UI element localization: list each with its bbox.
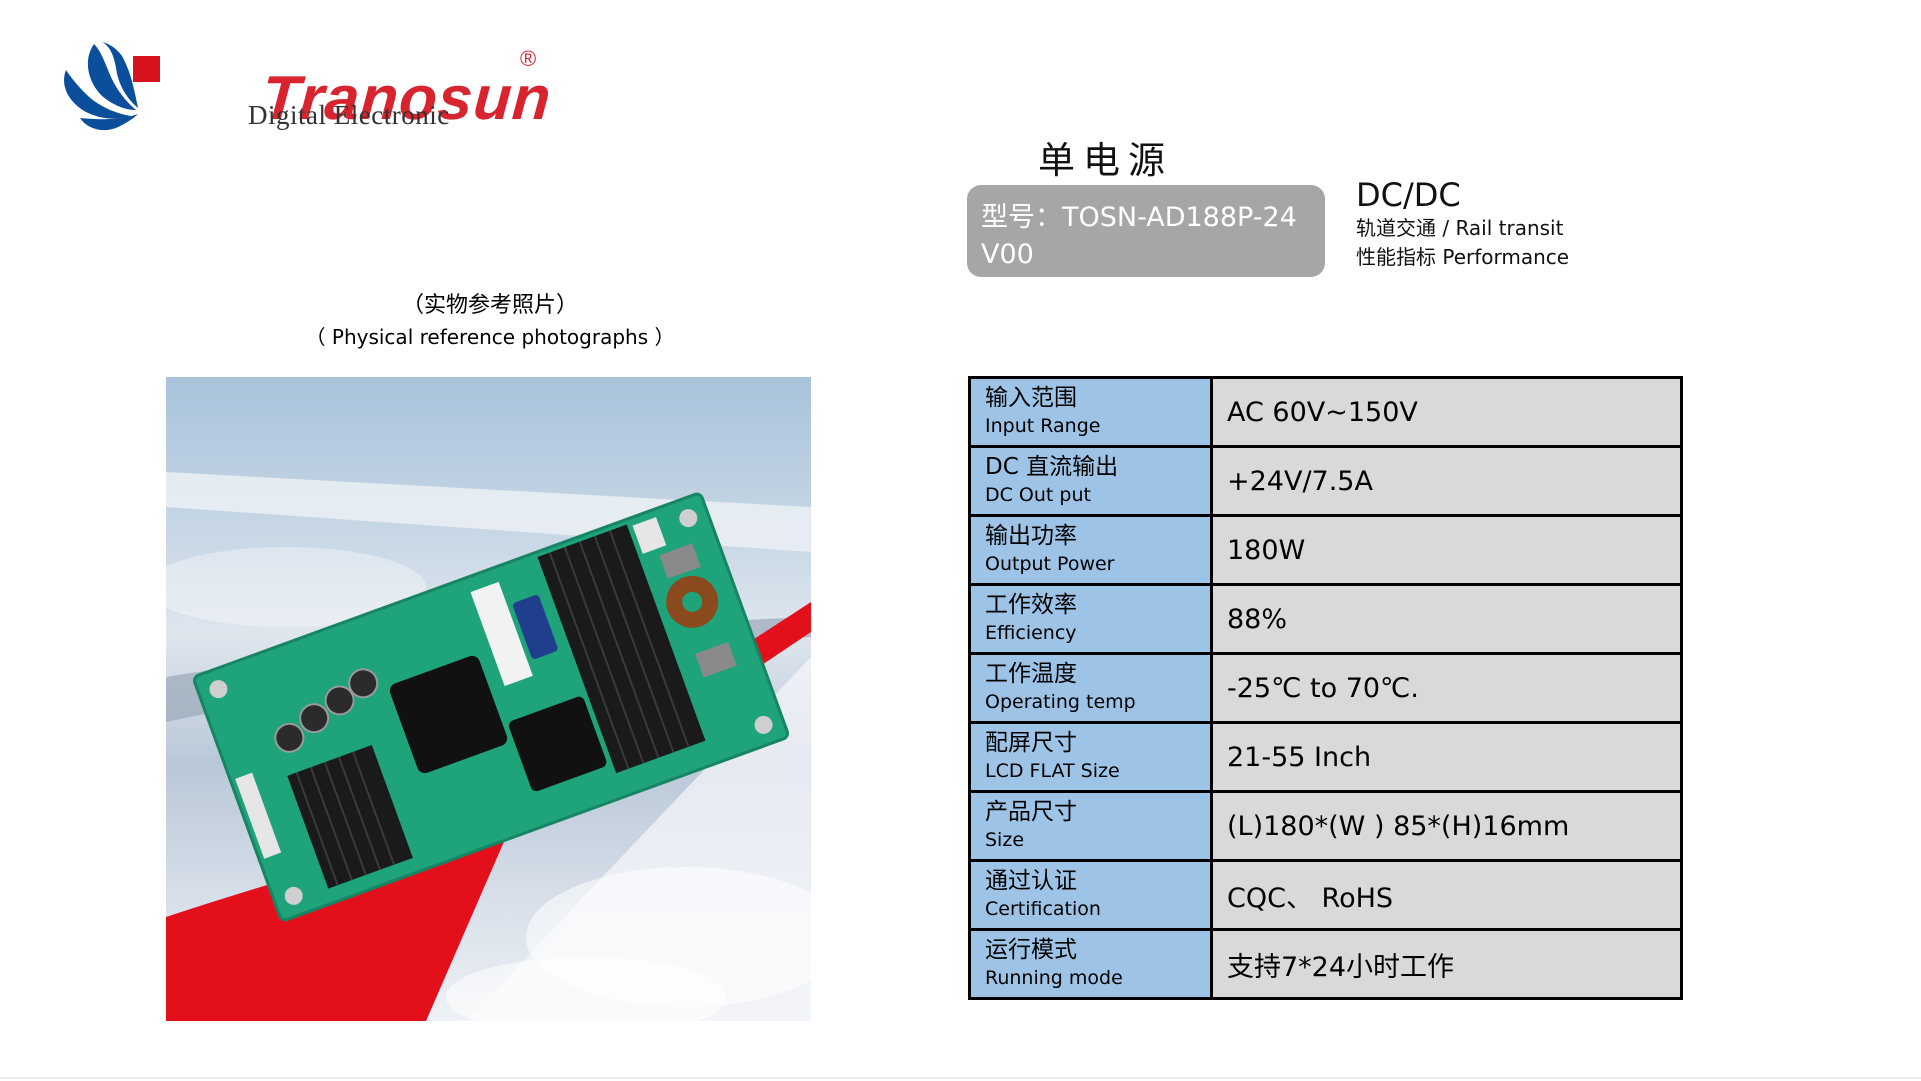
spec-label: 工作效率 Efficiency: [968, 583, 1213, 655]
spec-label: 运行模式 Running mode: [968, 928, 1213, 1000]
spec-row-certification: 通过认证 Certification CQC、 RoHS: [968, 859, 1683, 931]
photo-caption-cn: （实物参考照片）: [401, 293, 578, 318]
spec-label-en: Output Power: [985, 553, 1115, 575]
spec-value: 180W: [1210, 514, 1683, 586]
photo-caption: （实物参考照片） （ Physical reference photograph…: [300, 290, 680, 352]
spec-table: 输入范围 Input Range AC 60V~150V DC 直流输出 DC …: [968, 376, 1683, 1000]
spec-value: +24V/7.5A: [1210, 445, 1683, 517]
spec-label-cn: 运行模式: [985, 937, 1077, 963]
spec-label: DC 直流输出 DC Out put: [968, 445, 1213, 517]
spec-label-cn: 输入范围: [985, 385, 1077, 411]
spec-value: -25℃ to 70℃.: [1210, 652, 1683, 724]
spec-row-output-power: 输出功率 Output Power 180W: [968, 514, 1683, 586]
registered-mark-icon: ®: [520, 46, 537, 71]
spec-label-en: DC Out put: [985, 484, 1091, 506]
spec-label-cn: 工作效率: [985, 592, 1077, 618]
spec-label: 配屏尺寸 LCD FLAT Size: [968, 721, 1213, 793]
spec-label-cn: DC 直流输出: [985, 454, 1119, 480]
spec-label: 输入范围 Input Range: [968, 376, 1213, 448]
spec-label-cn: 通过认证: [985, 868, 1077, 894]
spec-row-operating-temp: 工作温度 Operating temp -25℃ to 70℃.: [968, 652, 1683, 724]
spec-label-en: LCD FLAT Size: [985, 760, 1120, 782]
category-title: DC/DC: [1356, 176, 1461, 214]
spec-value: CQC、 RoHS: [1210, 859, 1683, 931]
spec-label-cn: 配屏尺寸: [985, 730, 1077, 756]
brand-tagline: Digital Electronic: [248, 100, 450, 130]
spec-label-cn: 产品尺寸: [985, 799, 1077, 825]
category-application: 轨道交通 / Rail transit: [1356, 216, 1564, 240]
spec-label-en: Operating temp: [985, 691, 1136, 713]
pcb-power-board-photo-icon: [166, 472, 811, 1021]
spec-value: AC 60V~150V: [1210, 376, 1683, 448]
spec-label-en: Input Range: [985, 415, 1101, 437]
spec-label: 产品尺寸 Size: [968, 790, 1213, 862]
spec-row-input-range: 输入范围 Input Range AC 60V~150V: [968, 376, 1683, 448]
spec-label-en: Certification: [985, 898, 1101, 920]
category-block: DC/DC 轨道交通 / Rail transit 性能指标 Performan…: [1356, 176, 1569, 272]
spec-label: 输出功率 Output Power: [968, 514, 1213, 586]
tranosun-bird-logo-icon: [64, 42, 160, 131]
spec-row-dc-output: DC 直流输出 DC Out put +24V/7.5A: [968, 445, 1683, 517]
spec-value: 88%: [1210, 583, 1683, 655]
spec-label: 工作温度 Operating temp: [968, 652, 1213, 724]
spec-label-cn: 工作温度: [985, 661, 1077, 687]
product-kind-title: 单电源: [1038, 139, 1173, 182]
spec-row-lcd-size: 配屏尺寸 LCD FLAT Size 21-55 Inch: [968, 721, 1683, 793]
spec-row-running-mode: 运行模式 Running mode 支持7*24小时工作: [968, 928, 1683, 1000]
spec-label: 通过认证 Certification: [968, 859, 1213, 931]
page-bottom-divider: [0, 1077, 1921, 1079]
spec-label-en: Efficiency: [985, 622, 1077, 644]
spec-row-size: 产品尺寸 Size (L)180*(W ) 85*(H)16mm: [968, 790, 1683, 862]
product-photo: [166, 377, 811, 1021]
spec-row-efficiency: 工作效率 Efficiency 88%: [968, 583, 1683, 655]
spec-label-en: Running mode: [985, 967, 1123, 989]
brand-logo: Tranosun ® Digital Electronic: [58, 38, 554, 134]
category-performance: 性能指标 Performance: [1356, 245, 1570, 269]
spec-label-cn: 输出功率: [985, 523, 1077, 549]
model-number-badge: 型号：TOSN-AD188P-24 V00: [967, 185, 1325, 277]
photo-caption-en: （ Physical reference photographs ）: [305, 325, 675, 349]
spec-value: (L)180*(W ) 85*(H)16mm: [1210, 790, 1683, 862]
spec-value: 21-55 Inch: [1210, 721, 1683, 793]
spec-value: 支持7*24小时工作: [1210, 928, 1683, 1000]
spec-label-en: Size: [985, 829, 1025, 851]
